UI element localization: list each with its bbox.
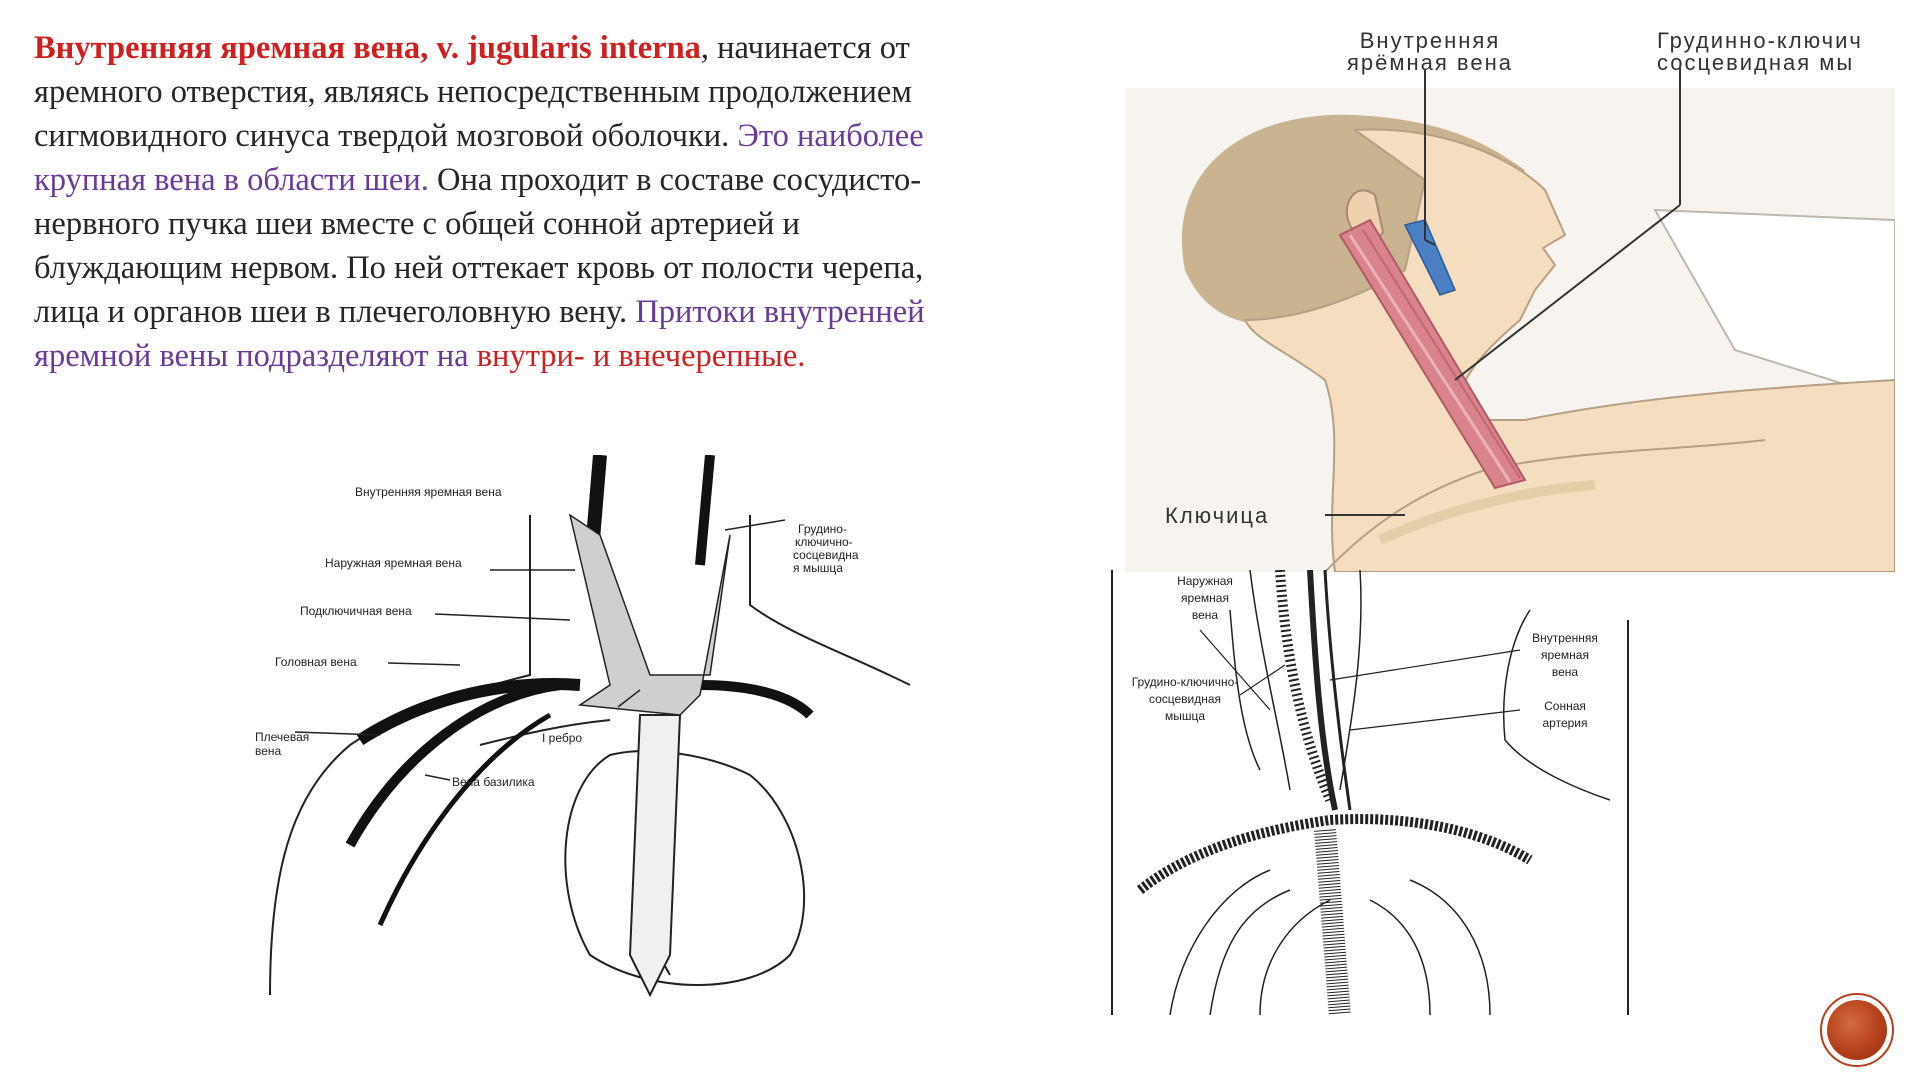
label-subclavian: Подключичная вена [300, 604, 412, 618]
label-carotid-2: артерия [1543, 716, 1588, 730]
head-neck-figure: Внутренняя ярёмная вена Грудинно-ключич … [1125, 28, 1895, 572]
label-scm-line2: сосцевидная мы [1657, 50, 1854, 75]
label-ejv: Наружная яремная вена [325, 556, 462, 570]
circle-nav-icon [1827, 1000, 1887, 1060]
label-rib: I ребро [542, 731, 582, 745]
thorax-veins-figure: Внутренняя яремная вена Наружная яремная… [255, 455, 911, 998]
label-scm-1: Грудино- [798, 522, 847, 536]
main-paragraph: Внутренняя яремная вена, v. jugularis in… [34, 26, 994, 378]
label-scm-2: ключично- [795, 535, 853, 549]
label-ejv-2: яремная [1181, 591, 1229, 605]
label-ijv: Внутренняя яремная вена [355, 485, 502, 499]
label-ijv-line2: ярёмная вена [1347, 50, 1513, 75]
label-brachial-1: Плечевая [255, 730, 309, 744]
label-basilic: Вена базилика [452, 775, 535, 789]
label-scm-1: Грудино-ключично- [1132, 675, 1239, 689]
label-scm-3: сосцевидна [793, 548, 859, 562]
neck-dissection-figure: Наружная яремная вена Грудино-ключично- … [1111, 570, 1629, 1015]
label-cephalic: Головная вена [275, 655, 357, 669]
label-brachial-2: вена [255, 744, 282, 758]
text-part2: Она проходит в составе сосудисто-нервног… [34, 162, 924, 330]
highlight-tributaries: Притоки внутренней яремной вены подразде… [34, 294, 925, 374]
label-clavicle: Ключица [1165, 503, 1269, 528]
label-ejv-3: вена [1192, 608, 1219, 622]
label-ijv-line1: Внутренняя [1360, 28, 1501, 53]
highlight-largest-vein: Это наиболее крупная вена в области шеи. [34, 118, 924, 198]
label-scm-line1: Грудинно-ключич [1657, 28, 1863, 53]
label-ijv-3: вена [1552, 665, 1579, 679]
label-ijv-2: яремная [1541, 648, 1589, 662]
label-ijv-1: Внутренняя [1532, 631, 1598, 645]
text-part1: , начинается от яремного отверстия, явля… [34, 30, 912, 154]
label-scm-4: я мышца [793, 561, 843, 575]
label-carotid-1: Сонная [1544, 699, 1586, 713]
nav-circle-button[interactable] [1820, 993, 1894, 1067]
label-ejv-1: Наружная [1177, 574, 1233, 588]
highlight-intra-extracranial: внутри- и внечерепные. [468, 338, 806, 374]
term-title: Внутренняя яремная вена, v. jugularis in… [34, 30, 701, 66]
label-scm-2: сосцевидная [1149, 692, 1221, 706]
label-scm-3: мышца [1165, 709, 1205, 723]
